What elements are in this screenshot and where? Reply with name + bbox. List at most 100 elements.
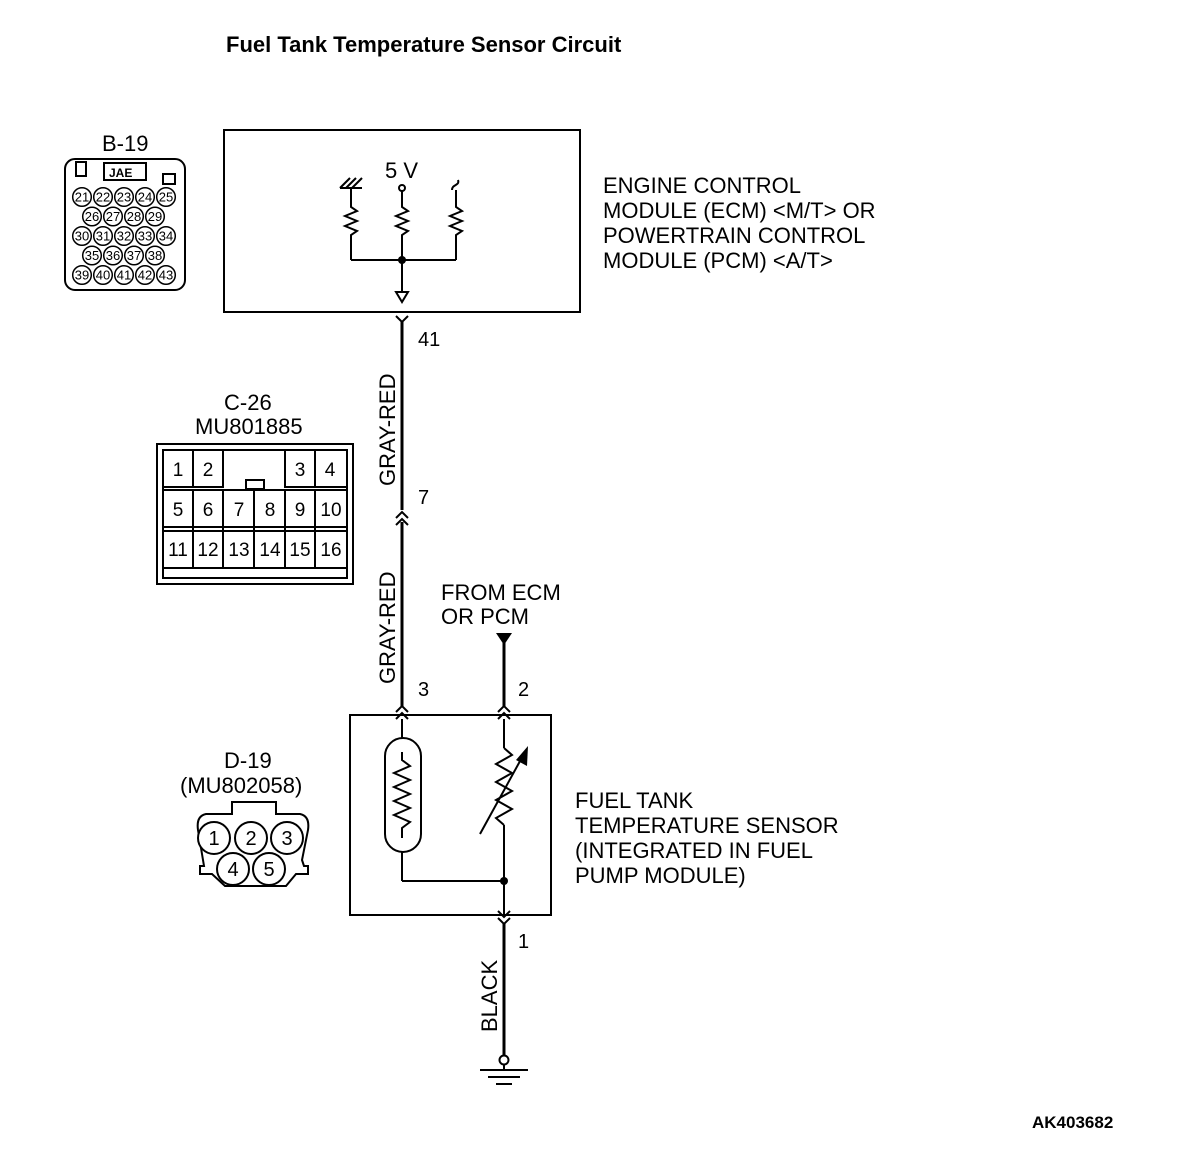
b19-pin-label: 35 (85, 248, 99, 263)
c26-pin-8: 8 (265, 500, 276, 521)
from-ecm-arrow (496, 633, 512, 645)
connector-d19-name: D-19 (224, 748, 272, 773)
ecm-pin-terminal (395, 315, 409, 324)
d19-pin-3 (270, 821, 304, 855)
diagram-title: Fuel Tank Temperature Sensor Circuit (226, 32, 622, 57)
c26-pin-2: 2 (203, 460, 214, 481)
c26-pin-11: 11 (168, 540, 188, 561)
ground-wire (480, 910, 528, 1085)
b19-pin-39 (71, 264, 93, 286)
b19-pin-label: 38 (148, 248, 162, 263)
ecm-label: ENGINE CONTROL MODULE (ECM) <M/T> OR POW… (603, 173, 882, 273)
b19-pin-23 (113, 186, 135, 208)
connector-d19-pins: 1 2 3 4 5 (197, 821, 304, 886)
ecm-resistor-right (447, 190, 465, 260)
sensor-signal-pin-number: 3 (418, 679, 429, 701)
b19-pin-24 (134, 186, 156, 208)
connector-c26-key (245, 479, 265, 490)
b19-pin-label: 29 (148, 209, 162, 224)
b19-pin-32 (113, 225, 135, 247)
b19-pin-label: 21 (75, 190, 89, 205)
ecm-pin-number: 41 (418, 329, 440, 351)
ecm-ground-symbol (339, 177, 363, 189)
c26-pin-7: 7 (234, 500, 245, 521)
c26-pin-10: 10 (320, 500, 341, 521)
c26-pin-14: 14 (259, 540, 281, 561)
b19-pin-27 (102, 206, 124, 227)
ecm-5v-terminal (398, 184, 406, 192)
connector-c26-part: MU801885 (195, 414, 303, 439)
b19-pin-label: 28 (127, 209, 141, 224)
b19-pin-label: 24 (138, 190, 152, 205)
c26-pin-5: 5 (173, 500, 184, 521)
wire-color-ground: BLACK (477, 960, 502, 1032)
c26-pin-9: 9 (295, 500, 306, 521)
ecm-voltage-label: 5 V (385, 158, 418, 183)
b19-pin-label: 33 (138, 229, 152, 244)
ecm-resistor-middle (393, 191, 411, 260)
b19-pin-40 (92, 264, 114, 286)
c26-terminal-top (395, 510, 409, 519)
b19-pin-22 (92, 186, 114, 208)
b19-pin-label: 42 (138, 268, 152, 283)
b19-pin-21 (71, 186, 93, 208)
b19-pin-38 (144, 245, 166, 266)
b19-pin-label: 34 (159, 229, 173, 244)
variable-resistor-arrow (479, 751, 526, 835)
b19-pin-35 (81, 245, 103, 266)
b19-pin-label: 41 (117, 268, 131, 283)
c26-pin-3: 3 (295, 460, 306, 481)
d19-pin-label: 4 (227, 859, 238, 881)
b19-pin-label: 40 (96, 268, 110, 283)
c26-pin-15: 15 (289, 540, 310, 561)
wire-color-lower: GRAY-RED (375, 572, 400, 684)
b19-pin-29 (144, 206, 166, 227)
connector-d19-housing (196, 801, 310, 887)
reference-id: AK403682 (1032, 1113, 1113, 1132)
b19-pin-label: 31 (96, 229, 110, 244)
sensor-box (349, 714, 552, 916)
b19-pin-36 (102, 245, 124, 266)
b19-pin-label: 22 (96, 190, 110, 205)
d19-pin-label: 3 (281, 828, 292, 850)
b19-pin-label: 27 (106, 209, 120, 224)
ecm-module: 5 V (223, 129, 581, 313)
b19-pin-37 (123, 245, 145, 266)
b19-pin-33 (134, 225, 156, 247)
b19-pin-label: 37 (127, 248, 141, 263)
b19-pin-label: 26 (85, 209, 99, 224)
d19-pin-1 (197, 821, 231, 855)
b19-pin-label: 43 (159, 268, 173, 283)
d19-pin-2 (234, 821, 268, 855)
b19-pin-25 (155, 186, 177, 208)
b19-pin-31 (92, 225, 114, 247)
c26-pin-1: 1 (173, 460, 184, 481)
b19-pin-30 (71, 225, 93, 247)
connector-b19-housing (64, 158, 186, 291)
wire-color-upper: GRAY-RED (375, 374, 400, 486)
b19-pin-43 (155, 264, 177, 286)
b19-pin-34 (155, 225, 177, 247)
fuel-tank-sensor (349, 714, 552, 916)
connector-c26-name: C-26 (224, 390, 272, 415)
d19-pin-4 (216, 852, 250, 886)
ecm-input-arrow (394, 291, 410, 304)
c26-pin-6: 6 (203, 500, 214, 521)
b19-pin-label: 39 (75, 268, 89, 283)
d19-pin-label: 5 (263, 859, 274, 881)
d19-pin-label: 1 (208, 828, 219, 850)
d19-pin-label: 2 (245, 828, 256, 850)
c26-pin-13: 13 (228, 540, 249, 561)
connector-b19-tag: JAE (109, 166, 132, 180)
sensor-supply-pin-number: 2 (518, 679, 529, 701)
connector-b19-name: B-19 (102, 131, 148, 156)
b19-pin-42 (134, 264, 156, 286)
b19-pin-label: 23 (117, 190, 131, 205)
c26-pin-4: 4 (325, 460, 336, 481)
